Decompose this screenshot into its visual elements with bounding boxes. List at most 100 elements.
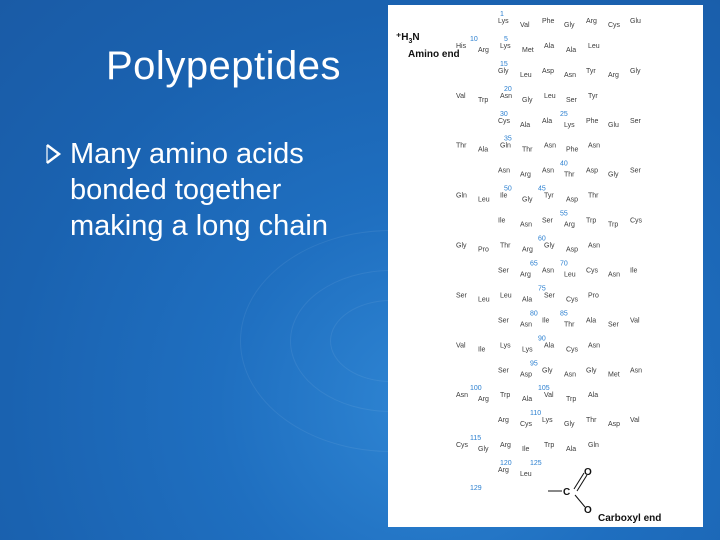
residue-number: 50 [504, 186, 512, 193]
amino-acid-residue: Asn [588, 342, 600, 349]
amino-acid-residue: Ala [586, 317, 596, 324]
bullet-arrow-icon [46, 144, 62, 164]
amino-acid-residue: Ala [566, 446, 576, 453]
amino-acid-residue: Trp [566, 396, 576, 403]
residue-number: 80 [530, 310, 538, 317]
amino-acid-residue: Ile [542, 317, 550, 324]
amino-acid-residue: Cys [520, 421, 533, 428]
amino-acid-residue: Gly [522, 97, 533, 104]
amino-acid-residue: Val [544, 392, 554, 399]
residue-number: 10 [470, 36, 478, 43]
amino-acid-residue: Trp [608, 222, 618, 229]
amino-acid-residue: Thr [456, 143, 467, 150]
residue-number: 55 [560, 211, 568, 218]
amino-acid-residue: Met [608, 371, 620, 378]
amino-acid-residue: Cys [608, 22, 621, 29]
residue-number: 30 [500, 111, 508, 118]
double-bond [573, 472, 585, 490]
amino-acid-residue: Arg [478, 47, 489, 54]
amino-acid-residue: Ile [478, 346, 486, 353]
amino-acid-residue: Ala [542, 118, 552, 125]
amino-acid-residue: Ile [630, 267, 638, 274]
amino-acid-residue: Ser [630, 168, 642, 175]
residue-number: 125 [530, 460, 542, 467]
amino-acid-residue: Phe [586, 118, 599, 125]
residue-number: 40 [560, 161, 568, 168]
amino-end-label: Amino end [408, 49, 460, 60]
amino-acid-residue: Trp [478, 97, 488, 104]
amino-acid-residue: Asn [542, 267, 554, 274]
amino-acid-residue: Phe [566, 147, 579, 154]
carboxyl-carbon: C [563, 487, 570, 498]
amino-acid-residue: Tyr [544, 193, 554, 200]
amino-acid-residue: Lys [564, 122, 575, 129]
amino-acid-residue: Asn [588, 243, 600, 250]
amino-acid-residue: Pro [478, 247, 489, 254]
amino-acid-residue: Arg [586, 18, 597, 25]
amino-acid-residue: Val [456, 93, 466, 100]
residue-number: 75 [538, 285, 546, 292]
amino-acid-residue: Leu [478, 197, 490, 204]
residue-number: 1 [500, 11, 504, 18]
residue-number: 120 [500, 460, 512, 467]
amino-acid-residue: Gly [608, 172, 619, 179]
amino-acid-residue: Ala [522, 296, 532, 303]
amino-acid-residue: Asp [520, 371, 532, 378]
amino-acid-residue: Leu [564, 271, 576, 278]
carboxyl-end-label: Carboxyl end [598, 513, 661, 524]
amino-acid-residue: Asn [456, 392, 468, 399]
amino-acid-residue: Ser [498, 267, 510, 274]
amino-acid-residue: Val [630, 417, 640, 424]
amino-acid-residue: Gly [544, 243, 555, 250]
carboxyl-oxygen-minus: O [584, 505, 592, 516]
amino-acid-residue: Gly [564, 421, 575, 428]
amino-acid-residue: Asn [544, 143, 556, 150]
amino-acid-residue: Val [630, 317, 640, 324]
residue-number: 45 [538, 186, 546, 193]
residue-number: 105 [538, 385, 550, 392]
amino-acid-residue: Ala [522, 396, 532, 403]
amino-acid-residue: Trp [544, 442, 554, 449]
amino-acid-residue: Val [456, 342, 466, 349]
residue-number: 115 [470, 435, 481, 442]
residue-number: 25 [560, 111, 568, 118]
amino-acid-residue: Gly [630, 68, 641, 75]
amino-acid-residue: Lys [522, 346, 533, 353]
amino-acid-residue: Ala [478, 147, 488, 154]
amino-acid-residue: Cys [630, 218, 643, 225]
residue-number: 60 [538, 236, 546, 243]
amino-acid-residue: Asn [500, 93, 512, 100]
amino-acid-residue: Trp [500, 392, 510, 399]
amino-acid-residue: Asn [588, 143, 600, 150]
amino-acid-residue: Asp [566, 197, 578, 204]
amino-acid-residue: Glu [608, 122, 619, 129]
amino-acid-residue: Ser [630, 118, 642, 125]
amino-acid-residue: Gln [500, 143, 511, 150]
amino-acid-residue: Ser [498, 317, 510, 324]
amino-acid-residue: Ser [498, 367, 510, 374]
residue-number: 65 [530, 260, 538, 267]
amino-acid-residue: Cys [498, 118, 511, 125]
bullet-text: Many amino acids bonded together making … [70, 138, 328, 242]
amino-acid-residue: Asp [586, 168, 598, 175]
amino-acid-residue: Asp [566, 247, 578, 254]
amino-acid-residue: Val [520, 22, 530, 29]
amino-acid-residue: Thr [586, 417, 597, 424]
amino-acid-residue: Lys [500, 43, 511, 50]
amino-acid-residue: Asp [542, 68, 554, 75]
amino-acid-residue: Ala [588, 392, 598, 399]
amino-acid-residue: Thr [522, 147, 533, 154]
amino-acid-residue: Leu [544, 93, 556, 100]
amino-acid-residue: Cys [586, 267, 599, 274]
amino-acid-residue: Gly [542, 367, 553, 374]
amino-acid-residue: Arg [498, 467, 509, 474]
amino-acid-residue: Thr [588, 193, 599, 200]
residue-number: 85 [560, 310, 568, 317]
residue-number: 5 [504, 36, 508, 43]
amino-acid-residue: Cys [566, 296, 579, 303]
residue-number: 15 [500, 61, 508, 68]
amino-acid-residue: Lys [542, 417, 553, 424]
amino-acid-residue: Arg [478, 396, 489, 403]
amino-acid-residue: Gly [522, 197, 533, 204]
